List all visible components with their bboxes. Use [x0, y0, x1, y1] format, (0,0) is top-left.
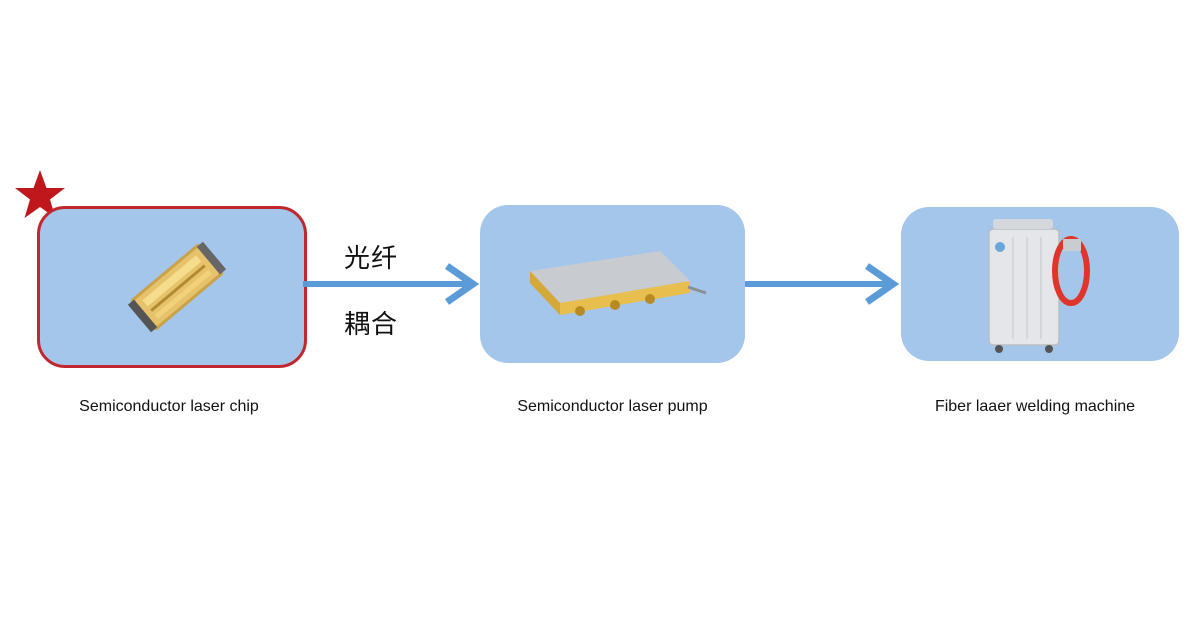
welding-machine-icon	[988, 219, 1090, 353]
connector-label-top: 光纤	[344, 244, 399, 274]
star-icon	[15, 170, 65, 218]
stage-box-laser-chip	[37, 206, 307, 368]
connector-label-bottom: 耦合	[344, 310, 399, 340]
stage-caption-laser-chip: Semiconductor laser chip	[79, 398, 259, 415]
stage-caption-welding-machine: Fiber laaer welding machine	[934, 398, 1136, 415]
stage-box-laser-pump	[480, 205, 745, 363]
arrow-connector-1	[303, 263, 480, 305]
laser-chip-icon	[127, 241, 227, 333]
stage-box-welding-machine	[901, 207, 1179, 361]
laser-pump-module-icon	[530, 251, 707, 316]
arrow-connector-2	[745, 263, 900, 305]
stage-caption-laser-pump: Semiconductor laser pump	[517, 398, 708, 415]
